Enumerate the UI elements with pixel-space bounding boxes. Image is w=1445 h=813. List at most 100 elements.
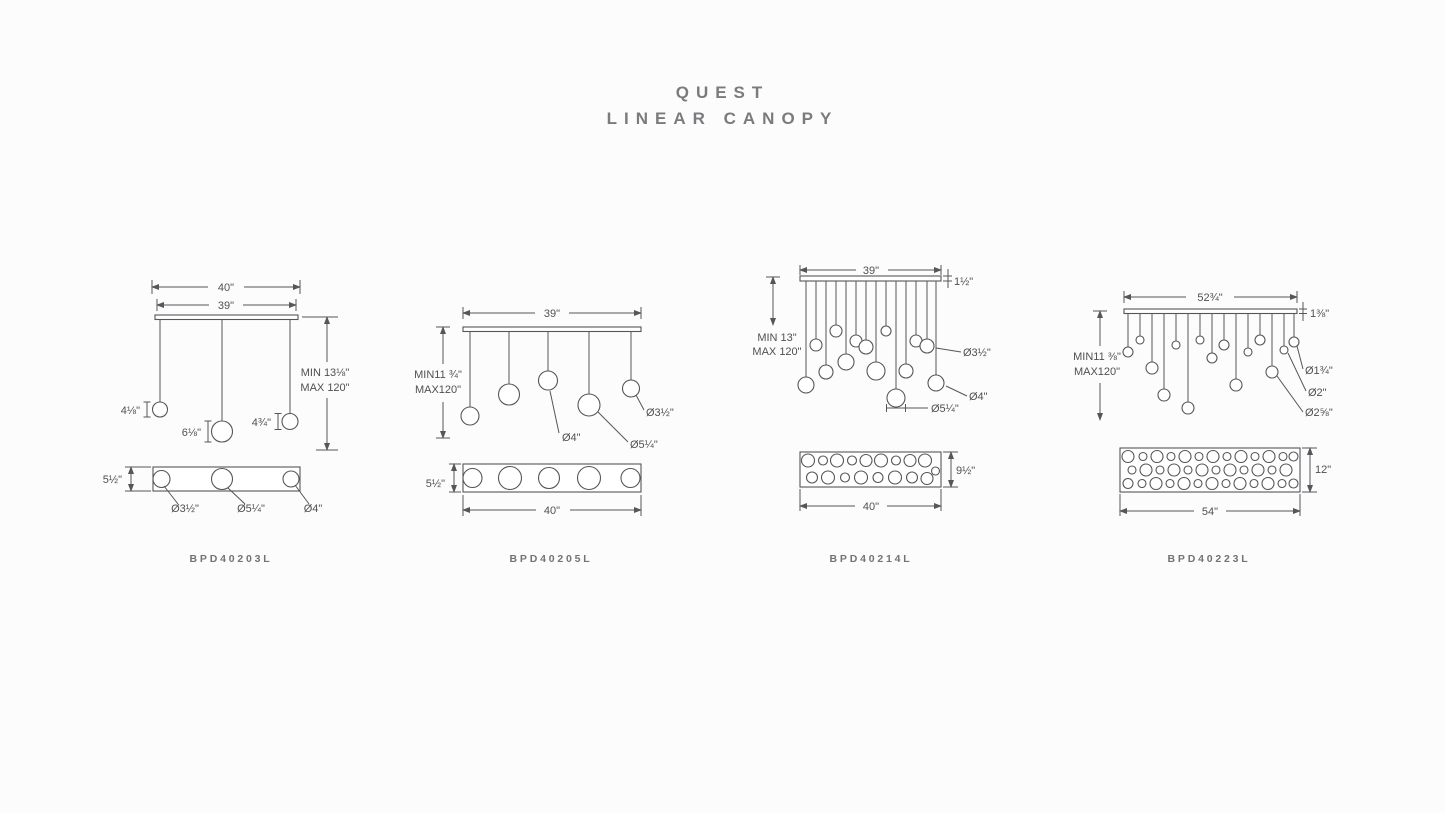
pendant-globe bbox=[281, 412, 299, 431]
plan-globe bbox=[873, 453, 889, 468]
dim-plan-width: 54" bbox=[1119, 494, 1301, 518]
plan-globe bbox=[1223, 463, 1237, 477]
pendant-globe bbox=[210, 420, 234, 443]
plan-globe bbox=[1183, 465, 1193, 475]
pendant-globe bbox=[151, 401, 169, 418]
dim-plan-height: 9½" bbox=[943, 451, 975, 488]
pendant-globe bbox=[866, 361, 886, 381]
dim-label-width: 52¾" bbox=[1197, 292, 1222, 304]
dim-label-plan-width: 54" bbox=[1202, 506, 1218, 518]
dim-label-dia2: Ø5¼" bbox=[630, 439, 658, 451]
plan-globe bbox=[890, 455, 902, 466]
plan-globe bbox=[1205, 476, 1219, 491]
pendant-globe bbox=[829, 324, 843, 338]
plan-globe bbox=[905, 471, 919, 484]
dim-label-min: MIN11 ¾" bbox=[414, 369, 462, 381]
plan-view bbox=[1119, 447, 1301, 493]
pendant-globe bbox=[880, 325, 892, 337]
plan-globe bbox=[1239, 465, 1249, 475]
dim-canopy-height: 1½" bbox=[943, 269, 973, 288]
dim-plan-height: 5½" bbox=[426, 463, 461, 493]
pendant-globe bbox=[621, 379, 641, 398]
figure-bpd40205l: 39" MIN11 ¾" MAX120" bbox=[414, 306, 674, 517]
canopy-bar bbox=[154, 314, 299, 321]
dim-label-width: 39" bbox=[544, 308, 560, 320]
dim-width: 52¾" bbox=[1123, 290, 1298, 304]
product-code-bpd40205l: BPD40205L bbox=[509, 553, 593, 565]
dim-label-backing bbox=[1194, 504, 1226, 517]
pendant-globe bbox=[1135, 335, 1145, 345]
dim-width: 39" bbox=[799, 263, 942, 277]
dim-drop-range: MIN11 ¾" MAX120" bbox=[414, 326, 462, 439]
plan-view bbox=[462, 463, 642, 493]
dim-canopy-height: 1⅜" bbox=[1299, 302, 1329, 321]
plan-globe bbox=[1127, 465, 1137, 475]
pendant-globe bbox=[1229, 378, 1243, 392]
dim-drop-range: MIN 13" MAX 120" bbox=[752, 276, 802, 358]
product-code-bpd40223l: BPD40223L bbox=[1167, 553, 1251, 565]
dim-label-max: MAX 120" bbox=[752, 346, 801, 358]
dim-label-max: MAX120" bbox=[415, 384, 461, 396]
product-code-bpd40203l: BPD40203L bbox=[189, 553, 273, 565]
plan-globe bbox=[917, 453, 933, 468]
canopy-bar bbox=[799, 275, 942, 282]
pendants bbox=[1122, 313, 1300, 415]
globe-diameter-callouts: Ø3½" Ø4" Ø5¼" bbox=[886, 347, 991, 415]
pendant-globe bbox=[1279, 345, 1289, 355]
pendant-globe bbox=[858, 339, 874, 355]
plan-globe bbox=[1137, 478, 1147, 489]
pendant-globe bbox=[1218, 339, 1230, 351]
plan-globe bbox=[829, 453, 845, 468]
plan-globe bbox=[1279, 463, 1293, 477]
pendant-globe bbox=[797, 376, 815, 394]
title-line2: LINEAR CANOPY bbox=[606, 109, 839, 128]
dim-label-dia3: Ø4" bbox=[304, 503, 323, 515]
dim-label-dia2: Ø4" bbox=[969, 391, 988, 403]
pendant-globe bbox=[1206, 352, 1218, 364]
dim-label-plan-width: 40" bbox=[863, 501, 879, 513]
plan-globe bbox=[1195, 463, 1209, 477]
plan-globe bbox=[1166, 451, 1176, 462]
dim-drop-range: MIN11 ⅜" MAX120" bbox=[1073, 310, 1121, 421]
pendant-globe bbox=[809, 338, 823, 352]
plan-globe bbox=[820, 470, 836, 485]
dim-drop3: 4¾" bbox=[252, 413, 282, 430]
dim-drop2: 6⅛" bbox=[182, 420, 212, 443]
dim-label-width: 39" bbox=[863, 265, 879, 277]
plan-globe bbox=[1193, 478, 1203, 489]
plan-globe bbox=[817, 455, 829, 466]
plan-globe bbox=[1138, 451, 1148, 462]
plan-globe bbox=[576, 465, 602, 491]
dim-label-max: MAX 120" bbox=[300, 382, 349, 394]
plan-globe bbox=[1267, 465, 1277, 475]
figure-bpd40203l: 40" 39" MIN 13⅛" MAX 120" bbox=[103, 280, 350, 515]
plan-globe bbox=[1221, 478, 1231, 489]
plan-globe bbox=[846, 455, 858, 466]
dim-label-plan-height: 5½" bbox=[103, 474, 122, 486]
dim-label-backing bbox=[535, 306, 569, 319]
pendant-globe bbox=[1243, 347, 1253, 357]
dim-label-dia2: Ø5¼" bbox=[237, 503, 265, 515]
product-code-bpd40214l: BPD40214L bbox=[829, 553, 913, 565]
plan-globe bbox=[1211, 465, 1221, 475]
dim-width: 39" bbox=[462, 306, 642, 320]
dim-label-canopy-height: 1⅜" bbox=[1310, 308, 1329, 320]
pendant-globe bbox=[1288, 336, 1300, 348]
plan-globe bbox=[887, 470, 903, 485]
pendant-globe bbox=[1195, 335, 1205, 345]
plan-globe bbox=[1149, 476, 1163, 491]
plan-globe bbox=[1251, 463, 1265, 477]
plan-globe bbox=[853, 470, 869, 485]
globe-diameter-callouts: Ø3½" Ø5¼" Ø4" bbox=[163, 484, 323, 515]
plan-globe bbox=[1155, 465, 1165, 475]
dim-label-backing bbox=[1186, 290, 1234, 304]
pendant-globe bbox=[898, 363, 914, 379]
pendant-globe bbox=[497, 383, 521, 406]
dim-plan-width: 40" bbox=[799, 489, 942, 513]
plan-globe bbox=[497, 465, 523, 491]
dim-label-dia3: Ø5¼" bbox=[931, 403, 959, 415]
figure-bpd40223l: 52¾" 1⅜" MIN11 ⅜" MAX120" bbox=[1073, 290, 1333, 518]
plan-globe bbox=[1261, 476, 1275, 491]
dim-label-dia3: Ø3½" bbox=[646, 407, 674, 419]
